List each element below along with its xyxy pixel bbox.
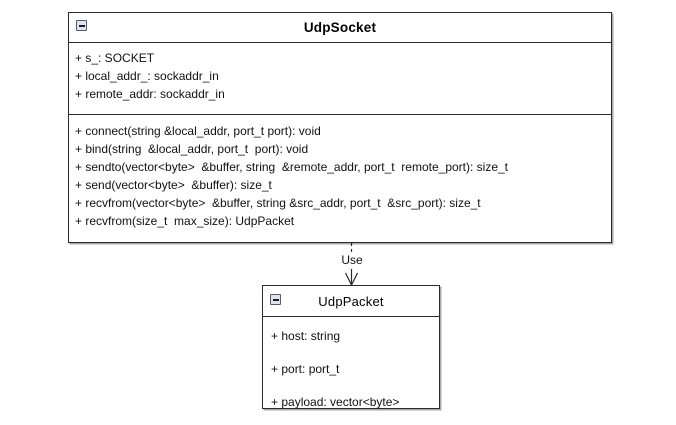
operation-row: + bind(string &local_addr, port_t port):… <box>75 142 309 156</box>
class-header-udp-packet: UdpPacket <box>263 286 439 317</box>
attribute-row: + port: port_t <box>271 362 340 376</box>
operation-row: + sendto(vector<byte> &buffer, string &r… <box>75 160 509 174</box>
operation-row: + connect(string &local_addr, port_t por… <box>75 124 321 138</box>
operation-row: + recvfrom(vector<byte> &buffer, string … <box>75 196 481 210</box>
attributes-compartment-udp-packet: + host: string + port: port_t + payload:… <box>263 317 439 408</box>
dependency-use[interactable]: Use <box>329 243 375 287</box>
operation-row: + recvfrom(size_t max_size): UdpPacket <box>75 214 295 228</box>
minus-icon[interactable] <box>76 20 87 31</box>
class-header-udp-socket: UdpSocket <box>69 13 611 43</box>
attribute-row: + s_: SOCKET <box>75 51 155 65</box>
class-name-udp-packet: UdpPacket <box>318 294 384 309</box>
class-box-udp-packet[interactable]: UdpPacket + host: string + port: port_t … <box>262 285 440 409</box>
attribute-row: + remote_addr: sockaddr_in <box>75 87 225 101</box>
class-name-udp-socket: UdpSocket <box>303 20 377 35</box>
operation-row: + send(vector<byte> &buffer): size_t <box>75 178 272 192</box>
attribute-row: + local_addr_: sockaddr_in <box>75 69 219 83</box>
dependency-label: Use <box>341 253 363 267</box>
attribute-row: + host: string <box>271 329 341 343</box>
attributes-compartment-udp-socket: + s_: SOCKET + local_addr_: sockaddr_in … <box>69 43 611 114</box>
operations-compartment-udp-socket: + connect(string &local_addr, port_t por… <box>69 114 611 227</box>
class-box-udp-socket[interactable]: UdpSocket + s_: SOCKET + local_addr_: so… <box>68 12 612 243</box>
attribute-row: + payload: vector<byte> <box>271 395 400 409</box>
minus-icon[interactable] <box>270 294 281 305</box>
